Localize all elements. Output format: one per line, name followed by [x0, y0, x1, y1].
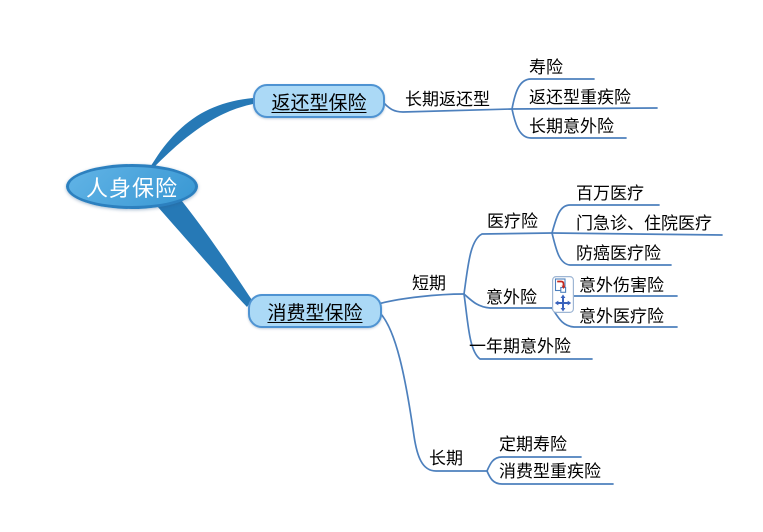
node-short-term[interactable]: 短期 [412, 274, 446, 293]
drag-move-icon[interactable] [552, 276, 574, 313]
red-arrow [557, 280, 565, 286]
edge-long-term-to-consumption-critical [486, 470, 614, 485]
edge-consumption-to-short-term [377, 293, 465, 305]
node-anticancer-medical[interactable]: 防癌医疗险 [576, 244, 661, 263]
node-return-type-insurance[interactable]: 返还型保险 [253, 84, 385, 118]
node-million-medical[interactable]: 百万医疗 [576, 184, 644, 203]
root-node-personal-insurance[interactable]: 人身保险 [66, 164, 198, 209]
edge-long-term-return-to-life [511, 78, 595, 110]
node-consumption-type-insurance[interactable]: 消费型保险 [248, 294, 382, 328]
edge-consumption-to-long-term [377, 310, 488, 472]
node-accident-medical[interactable]: 意外医疗险 [579, 307, 664, 326]
edge-short-term-to-medical [463, 232, 553, 295]
node-one-year-accident[interactable]: 一年期意外险 [469, 337, 571, 356]
node-life-insurance[interactable]: 寿险 [529, 58, 563, 77]
edge-medical-to-outpatient [551, 232, 723, 236]
edge-long-term-return-to-long-accident [511, 108, 627, 139]
node-consumption-critical-illness[interactable]: 消费型重疾险 [499, 462, 601, 481]
move-arrows-glyph [554, 294, 572, 312]
node-outpatient-hospital-medical[interactable]: 门急诊、住院医疗 [576, 214, 712, 233]
red-arrow-head [561, 285, 566, 289]
edge-long-term-return-to-return-critical [511, 107, 658, 110]
node-accident-injury[interactable]: 意外伤害险 [579, 276, 664, 295]
node-return-critical-illness[interactable]: 返还型重疾险 [529, 88, 631, 107]
edge-medical-to-million [551, 204, 660, 234]
node-consumption-type-label: 消费型保险 [267, 302, 363, 324]
node-medical-insurance[interactable]: 医疗险 [487, 212, 538, 231]
page-glyph [554, 278, 566, 292]
node-term-life[interactable]: 定期寿险 [499, 435, 567, 454]
node-long-term-accident[interactable]: 长期意外险 [529, 117, 614, 136]
node-return-type-label: 返还型保险 [271, 92, 367, 114]
edge-short-term-to-one-year-accident [463, 293, 593, 360]
edge-long-term-to-term-life [486, 456, 582, 472]
node-long-term[interactable]: 长期 [429, 449, 463, 468]
node-accident-insurance[interactable]: 意外险 [486, 288, 537, 307]
root-node-label: 人身保险 [85, 175, 178, 201]
node-long-term-return[interactable]: 长期返还型 [405, 90, 490, 109]
edge-medical-to-anticancer [551, 232, 672, 266]
trunk-branch-consumption-type [157, 191, 252, 307]
edge-short-term-to-accident [463, 293, 553, 309]
trunk-branch-return-type [141, 98, 253, 181]
